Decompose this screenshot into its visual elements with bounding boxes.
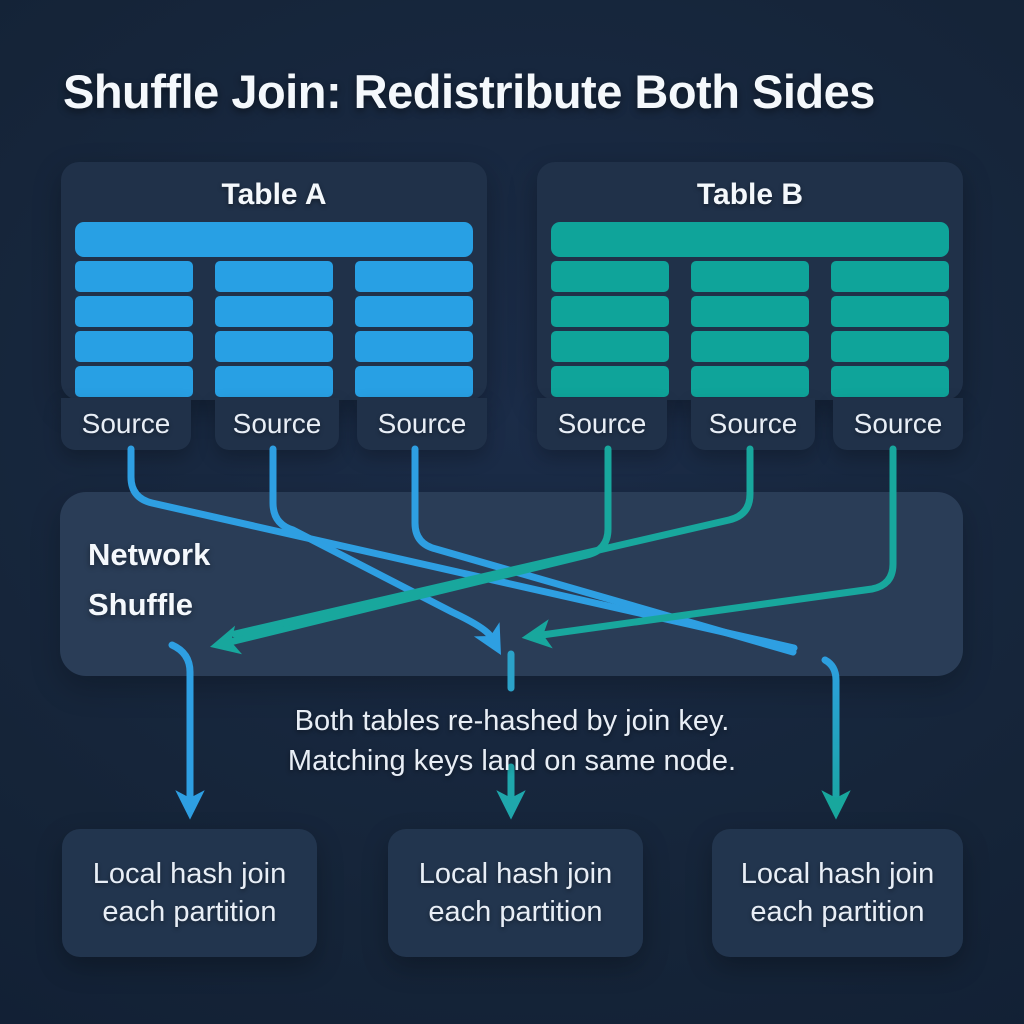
row-bar: [355, 296, 473, 327]
source-label: Source: [557, 408, 647, 439]
row-bar: [551, 331, 669, 362]
source-tab-b2: Source: [691, 398, 815, 450]
table-b-title: Table B: [696, 178, 804, 211]
node-label: Local hash join each partition: [419, 855, 612, 931]
row-bar: [691, 296, 809, 327]
row-bar: [355, 261, 473, 292]
network-shuffle-label: Network Shuffle: [88, 530, 210, 630]
row-bar: [75, 366, 193, 397]
table-a-rows-graphic: [75, 222, 473, 397]
table-b-rows-graphic: [551, 222, 949, 397]
source-label: Source: [81, 408, 171, 439]
local-join-node-2: Local hash join each partition: [388, 829, 643, 957]
source-tab-b3: Source: [833, 398, 963, 450]
row-bar: [75, 261, 193, 292]
caption: Both tables re-hashed by join key. Match…: [0, 701, 1024, 781]
row-bar: [831, 261, 949, 292]
row-bar: [831, 331, 949, 362]
caption-line2: Matching keys land on same node.: [287, 745, 737, 777]
row-bar: [355, 366, 473, 397]
node-label-line2: each partition: [428, 896, 603, 928]
node-label-line1: Local hash join: [92, 858, 287, 890]
row-bar: [691, 366, 809, 397]
source-label: Source: [377, 408, 467, 439]
table-b-unit: Table B Source Source Source: [537, 162, 963, 450]
source-tab-b1: Source: [537, 398, 667, 450]
node-label: Local hash join each partition: [93, 855, 286, 931]
network-shuffle-band: Network Shuffle: [60, 492, 963, 676]
row-bar: [551, 296, 669, 327]
row-bar: [691, 261, 809, 292]
row-bar: [551, 366, 669, 397]
row-bar: [831, 296, 949, 327]
local-join-node-1: Local hash join each partition: [62, 829, 317, 957]
row-bar: [691, 331, 809, 362]
local-join-node-3: Local hash join each partition: [712, 829, 963, 957]
source-label: Source: [232, 408, 322, 439]
row-bar: [831, 366, 949, 397]
table-b-panel: Table B: [537, 162, 963, 400]
source-tab-a1: Source: [61, 398, 191, 450]
row-bar: [551, 261, 669, 292]
source-label: Source: [708, 408, 798, 439]
node-label-line1: Local hash join: [418, 858, 613, 890]
caption-line1: Both tables re-hashed by join key.: [294, 705, 730, 737]
source-label: Source: [853, 408, 943, 439]
node-label-line2: each partition: [102, 896, 277, 928]
header-row-bar: [75, 222, 473, 257]
node-label-line1: Local hash join: [740, 858, 935, 890]
row-bar: [215, 331, 333, 362]
network-shuffle-label-line1: Network: [88, 537, 211, 572]
row-bar: [215, 261, 333, 292]
table-a-title: Table A: [221, 178, 327, 211]
row-bar: [75, 296, 193, 327]
table-a-panel: Table A: [61, 162, 487, 400]
source-tab-a3: Source: [357, 398, 487, 450]
row-bar: [75, 331, 193, 362]
table-a-unit: Table A Source Source Source: [61, 162, 487, 450]
node-label: Local hash join each partition: [741, 855, 934, 931]
page-title: Shuffle Join: Redistribute Both Sides: [63, 65, 875, 118]
row-bar: [355, 331, 473, 362]
row-bar: [215, 366, 333, 397]
row-bar: [215, 296, 333, 327]
header-row-bar: [551, 222, 949, 257]
network-shuffle-label-line2: Shuffle: [88, 587, 194, 622]
node-label-line2: each partition: [750, 896, 925, 928]
source-tab-a2: Source: [215, 398, 339, 450]
